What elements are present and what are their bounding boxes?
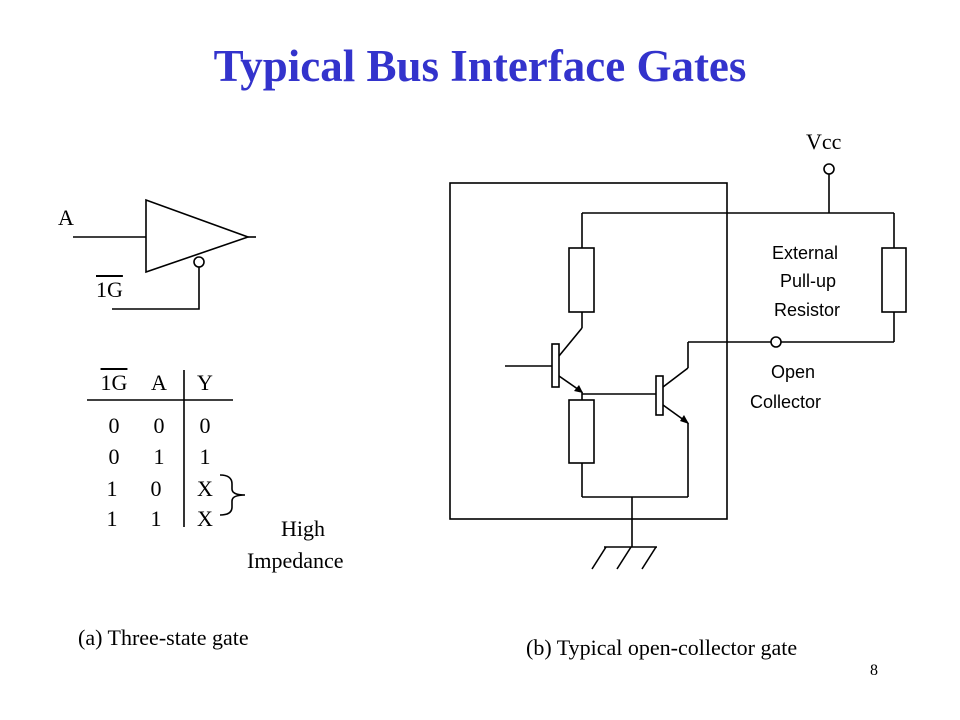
table-cell: 0 <box>153 413 165 438</box>
vcc-label: Vcc <box>806 129 842 154</box>
page-number: 8 <box>870 662 878 679</box>
gate-package-outline <box>449 182 728 520</box>
three-state-buffer <box>73 198 256 310</box>
q2-emitter-arrow <box>680 415 689 424</box>
enable-bubble <box>193 256 205 268</box>
q1-collector <box>558 327 583 357</box>
ground-hatch <box>591 546 607 570</box>
open-collector-terminal <box>770 336 782 348</box>
table-cell: X <box>197 506 213 531</box>
input-a-label: A <box>58 205 74 230</box>
table-cell: 1 <box>199 444 211 469</box>
caption-three-state: (a) Three-state gate <box>78 625 249 650</box>
table-cell: 0 <box>108 413 120 438</box>
table-cell: 1 <box>106 476 118 501</box>
high-label: High <box>281 516 325 541</box>
table-cell: X <box>197 476 213 501</box>
table-header-y: Y <box>197 370 213 395</box>
q1-emitter-arrow <box>574 385 583 393</box>
table-cell: 0 <box>108 444 120 469</box>
table-header-a: A <box>151 370 167 395</box>
output-label-line2: Collector <box>750 392 822 412</box>
vcc-terminal <box>823 163 835 175</box>
table-cell: 1 <box>106 506 118 531</box>
resistor-label-line2: Pull-up <box>780 271 837 291</box>
caption-open-collector: (b) Typical open-collector gate <box>526 635 798 660</box>
table-cell: 0 <box>150 476 162 501</box>
resistor-r1 <box>568 247 595 313</box>
ground-hatch <box>616 546 632 570</box>
open-collector-circuit <box>449 163 907 570</box>
external-pullup-resistor <box>881 247 907 313</box>
ground-hatch <box>641 546 657 570</box>
resistor-label-line3: Resistor <box>774 300 841 320</box>
resistor-r2 <box>568 399 595 464</box>
table-cell: 1 <box>150 506 162 531</box>
buffer-triangle <box>145 198 251 274</box>
slide-title: Typical Bus Interface Gates <box>213 41 747 91</box>
impedance-label: Impedance <box>247 548 344 573</box>
resistor-label-line1: External <box>772 243 839 263</box>
enable-label: 1G <box>96 277 123 302</box>
enable-wire <box>112 267 200 310</box>
q2-collector <box>662 367 689 388</box>
table-cell: 0 <box>199 413 211 438</box>
truth-table-lines <box>87 370 233 527</box>
table-header-enable: 1G <box>100 370 128 395</box>
q2-base <box>655 375 664 416</box>
high-impedance-brace <box>219 474 246 516</box>
table-cell: 1 <box>153 444 165 469</box>
output-label-line1: Open <box>771 362 816 382</box>
q1-base <box>551 343 560 388</box>
